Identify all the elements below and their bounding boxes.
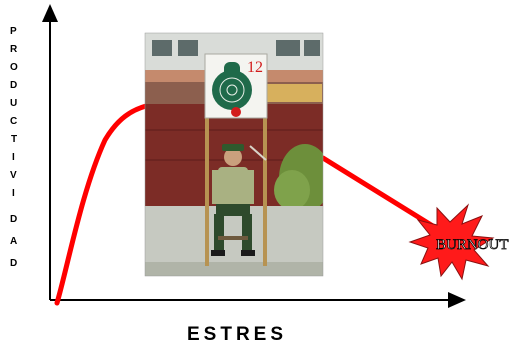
y-label-letter: I — [12, 188, 15, 199]
burnout-label: BURNOUT — [436, 237, 509, 253]
target-number: 12 — [247, 59, 263, 76]
y-label-letter: U — [10, 98, 17, 109]
y-label-letter: T — [11, 134, 17, 145]
y-axis-label: P R O D U C T I V I D A D — [10, 26, 18, 269]
y-label-letter: V — [10, 170, 17, 181]
burnout-burst: BURNOUT — [410, 205, 509, 279]
y-label-letter: I — [12, 152, 15, 163]
rising-curve — [57, 106, 146, 303]
y-label-letter: P — [10, 26, 17, 37]
y-label-letter: O — [10, 62, 18, 73]
shooting-target-photo: 12 — [145, 33, 331, 276]
y-label-letter: D — [10, 214, 17, 225]
y-label-letter: D — [10, 258, 17, 269]
declining-curve — [323, 158, 436, 228]
y-label-letter: A — [10, 236, 17, 247]
y-label-letter: D — [10, 80, 17, 91]
y-label-letter: C — [10, 116, 17, 127]
y-label-letter: R — [10, 44, 18, 55]
x-axis-label: ESTRES — [187, 324, 287, 345]
